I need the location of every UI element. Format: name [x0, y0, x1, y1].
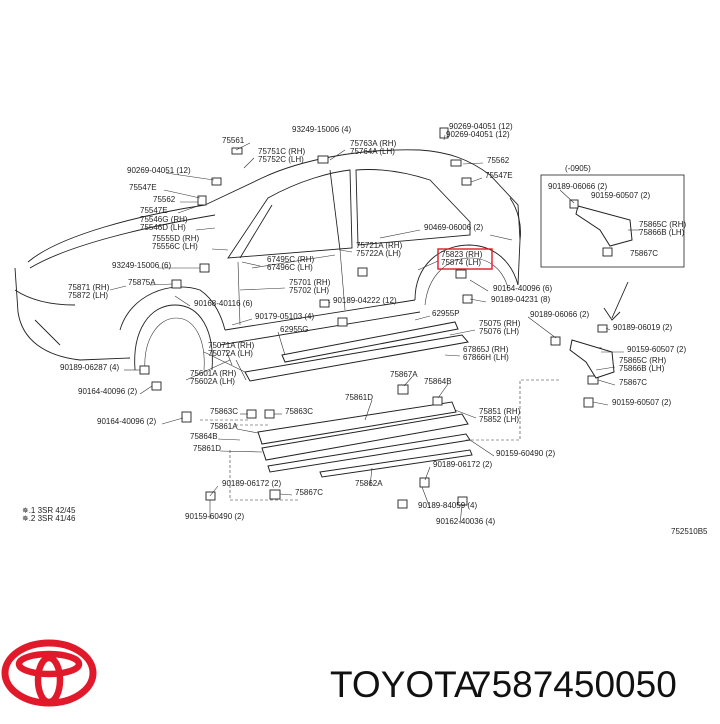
part-label: 75561 [222, 136, 245, 145]
part-label: ✵.1 3SR 42/45 [22, 506, 76, 515]
part-label: 752510B5 [671, 527, 708, 536]
part-label: ✵.2 3SR 41/46 [22, 514, 76, 523]
part-label: 75764A (LH) [350, 147, 395, 156]
part-label: 75862A [355, 479, 383, 488]
part-label: 75864B [190, 432, 218, 441]
part-label: 75823 (RH) [441, 250, 483, 259]
part-label: 67496C (LH) [267, 263, 313, 272]
part-label: 90189-06287 (4) [60, 363, 119, 372]
toyota-logo [1, 639, 97, 707]
part-label: 93249-15006 (6) [112, 261, 171, 270]
part-label: (-0905) [565, 164, 591, 173]
part-label: 75867C [619, 378, 647, 387]
part-label: 75861D [193, 444, 221, 453]
part-label: 75875A [128, 278, 156, 287]
part-label: 75867C [630, 249, 658, 258]
part-label: 90189-06172 (2) [222, 479, 281, 488]
part-label: 90189-04222 (12) [333, 296, 397, 305]
part-label: 75866B (LH) [619, 364, 665, 373]
part-label: 75071A (RH) [208, 341, 255, 350]
leader-lines [109, 134, 624, 525]
part-label: 75865C (RH) [639, 220, 686, 229]
part-label: 67866H (LH) [463, 353, 509, 362]
part-label: 75546G (RH) [140, 215, 188, 224]
part-label: 75863C [285, 407, 313, 416]
part-label: 62955G [280, 325, 308, 334]
part-label: 75547E [129, 183, 157, 192]
part-label: 75547E [140, 206, 168, 215]
part-label: 90164-40096 (2) [78, 387, 137, 396]
part-label: 90269-04051 (12) [127, 166, 191, 175]
car-body-outline [14, 149, 521, 371]
part-label: 90269-04051 (12) [449, 122, 513, 131]
part-label: 90168-40116 (6) [194, 299, 253, 308]
part-label: 62955P [432, 309, 460, 318]
part-label: 75863C [210, 407, 238, 416]
part-label: 90469-06006 (2) [424, 223, 483, 232]
part-label: 75861D [345, 393, 373, 402]
part-number: 7587450050 [471, 664, 677, 705]
part-label: 75547E [485, 171, 513, 180]
part-label: 75852 (LH) [479, 415, 519, 424]
part-label: 90189-06172 (2) [433, 460, 492, 469]
part-label: 90159-60507 (2) [591, 191, 650, 200]
part-label: 75602A (LH) [190, 377, 235, 386]
part-label: 93249-15006 (4) [292, 125, 351, 134]
part-label: 67495C (RH) [267, 255, 314, 264]
part-label: 75562 [487, 156, 510, 165]
part-label: 75752C (LH) [258, 155, 304, 164]
part-label: 75076 (LH) [479, 327, 519, 336]
part-label: 75867A [390, 370, 418, 379]
part-label: 75075 (RH) [479, 319, 521, 328]
part-label: 75871 (RH) [68, 283, 110, 292]
brand-name: TOYOTA [330, 664, 479, 705]
part-label: 75722A (LH) [356, 249, 401, 258]
part-label: 90159-60490 (2) [496, 449, 555, 458]
part-label: 75702 (LH) [289, 286, 329, 295]
highlighted-part-box [437, 248, 493, 270]
part-label: 75555D (RH) [152, 234, 199, 243]
part-label: 90189-06066 (2) [530, 310, 589, 319]
part-label: 75872 (LH) [68, 291, 108, 300]
part-label: 75866B (LH) [639, 228, 685, 237]
part-label: 90189-06066 (2) [548, 182, 607, 191]
part-label: 75546D (LH) [140, 223, 186, 232]
part-label: 90159-60507 (2) [612, 398, 671, 407]
part-label: 90179-05103 (4) [255, 312, 314, 321]
part-label: 90164-40096 (2) [97, 417, 156, 426]
part-label: 90189-84059 (4) [418, 501, 477, 510]
part-label: 75763A (RH) [350, 139, 397, 148]
part-label: 90159-60490 (2) [185, 512, 244, 521]
part-label: 90189-04231 (8) [491, 295, 550, 304]
part-label: 90159-60507 (2) [627, 345, 686, 354]
part-label: 75867C [295, 488, 323, 497]
part-label: 90162-40036 (4) [436, 517, 495, 526]
part-label: 75721A (RH) [356, 241, 403, 250]
part-label: 90164-40096 (6) [493, 284, 552, 293]
part-label: 75556C (LH) [152, 242, 198, 251]
part-label: 75864B [424, 377, 452, 386]
part-label: 75861A [210, 422, 238, 431]
part-label: 75562 [153, 195, 176, 204]
part-label: 90269-04051 (12) [446, 130, 510, 139]
part-label: 75072A (LH) [208, 349, 253, 358]
part-label: 75751C (RH) [258, 147, 305, 156]
rocker-moldings [200, 321, 560, 501]
part-label: 75851 (RH) [479, 407, 521, 416]
part-label: 75601A (RH) [190, 369, 237, 378]
part-label: 67865J (RH) [463, 345, 509, 354]
part-label: 75865C (RH) [619, 356, 666, 365]
part-label: 90189-06019 (2) [613, 323, 672, 332]
part-label: 75701 (RH) [289, 278, 331, 287]
detail-inset [540, 174, 685, 379]
part-label: 75874 (LH) [441, 258, 481, 267]
